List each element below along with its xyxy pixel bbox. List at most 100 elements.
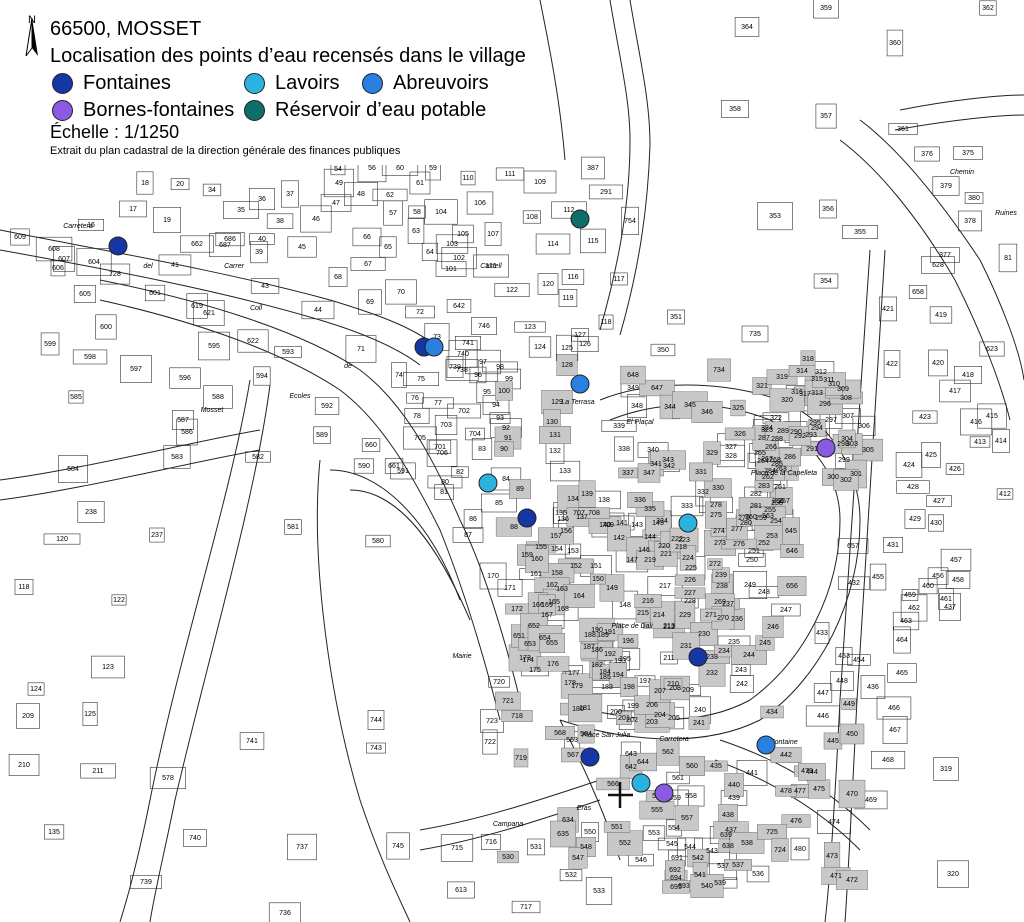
parcel-number: 195 (619, 656, 631, 663)
parcel-outline (383, 200, 403, 226)
parcel-outline (100, 263, 131, 285)
parcel-number: 100 (498, 388, 510, 395)
parcel-number: 338 (618, 446, 630, 453)
parcel-outline (819, 199, 837, 219)
parcel-outline (268, 902, 302, 922)
parcel-number: 420 (932, 360, 944, 367)
parcel-number: 434 (766, 709, 778, 716)
parcel-outline (249, 188, 275, 211)
parcel-outline (642, 825, 666, 841)
parcel-outline (842, 225, 878, 240)
parcel-number: 78 (413, 413, 421, 420)
parcel-number: 596 (179, 375, 191, 382)
parcel-number: 430 (930, 520, 942, 527)
parcel-number: 140 (599, 522, 611, 529)
parcel-number: 558 (685, 793, 697, 800)
parcel-number: 199 (627, 703, 639, 710)
parcel-number: 284 (764, 468, 776, 475)
parcel-outline (704, 478, 732, 498)
parcel-outline (497, 850, 519, 864)
parcel-outline (689, 462, 713, 482)
parcel-number: 255 (764, 507, 776, 514)
parcel-outline (705, 501, 727, 529)
parcel-number: 202 (626, 717, 638, 724)
parcel-number: 326 (734, 431, 746, 438)
parcel-number: 43 (261, 283, 269, 290)
parcel-number: 93 (496, 415, 504, 422)
parcel-number: 119 (562, 295, 573, 302)
parcel-outline (730, 399, 746, 417)
street-label: Campana (493, 821, 523, 828)
parcel-outline (860, 675, 886, 700)
parcel-outline (556, 354, 578, 377)
parcel-outline (120, 354, 152, 383)
parcel-outline (736, 759, 768, 786)
street-label: Mairie (452, 653, 471, 660)
parcel-outline (253, 366, 271, 386)
parcel-number: 309 (837, 386, 849, 393)
parcel-number: 358 (729, 106, 741, 113)
parcel-number: 435 (710, 763, 722, 770)
parcel-number: 49 (335, 180, 343, 187)
parcel-outline (926, 495, 952, 507)
parcel-number: 735 (749, 331, 761, 338)
parcel-number: 607 (58, 256, 70, 263)
parcel-number: 424 (903, 462, 915, 469)
parcel-number: 127 (574, 332, 586, 339)
parcel-outline (384, 458, 404, 474)
parcel-number: 449 (843, 701, 855, 708)
parcel-number: 308 (840, 395, 852, 402)
parcel-outline (407, 218, 425, 244)
parcel-number: 472 (846, 877, 858, 884)
parcel-outline (690, 874, 724, 898)
parcel-number: 68 (334, 274, 342, 281)
parcel-number: 583 (171, 454, 183, 461)
parcel-number: 260 (745, 514, 757, 521)
parcel-number: 303 (846, 441, 858, 448)
parcel-number: 161 (530, 571, 542, 578)
parcel-number: 479 (801, 768, 813, 775)
parcel-outline (452, 527, 484, 543)
parcel-number: 120 (542, 281, 554, 288)
parcel-outline (536, 656, 570, 672)
parcel-outline (814, 622, 830, 644)
parcel-outline (674, 600, 696, 629)
parcel-outline (921, 256, 955, 274)
parcel-outline (405, 305, 435, 319)
parcel-number: 82 (456, 469, 464, 476)
parcel-outline (446, 299, 472, 313)
parcel-outline (539, 633, 565, 654)
parcel-outline (366, 742, 386, 754)
parcel-number: 639 (720, 832, 732, 839)
parcel-number: 19 (163, 217, 171, 224)
parcel-outline (938, 593, 961, 621)
parcel-number: 446 (817, 713, 829, 720)
parcel-number: 231 (680, 643, 692, 650)
parcel-number: 123 (524, 324, 536, 331)
parcel-number: 353 (769, 213, 781, 220)
parcel-number: 176 (547, 661, 559, 668)
parcel-outline (746, 865, 770, 883)
parcel-outline (172, 410, 194, 430)
parcel-number: 257 (778, 498, 790, 505)
parcel-number: 587 (177, 417, 189, 424)
parcel-outline (833, 469, 859, 491)
parcel-number: 170 (487, 573, 499, 580)
parcel-number: 580 (372, 538, 384, 545)
parcel-number: 465 (896, 670, 908, 677)
parcel-number: 135 (48, 829, 60, 836)
parcel-number: 739 (140, 879, 152, 886)
parcel-outline (119, 200, 147, 218)
parcel-number: 545 (666, 841, 678, 848)
parcel-number: 118 (18, 584, 29, 591)
parcel-number: 376 (921, 151, 933, 158)
parcel-number: 62 (386, 192, 394, 199)
parcel-outline (539, 426, 572, 444)
parcel-outline (186, 293, 208, 319)
map-subtitle: Localisation des points d’eau recensés d… (50, 45, 526, 67)
parcel-number: 547 (572, 855, 584, 862)
parcel-outline (27, 682, 45, 696)
parcel-number: 46 (312, 216, 320, 223)
parcel-outline (465, 427, 485, 441)
parcel-outline (350, 257, 386, 271)
